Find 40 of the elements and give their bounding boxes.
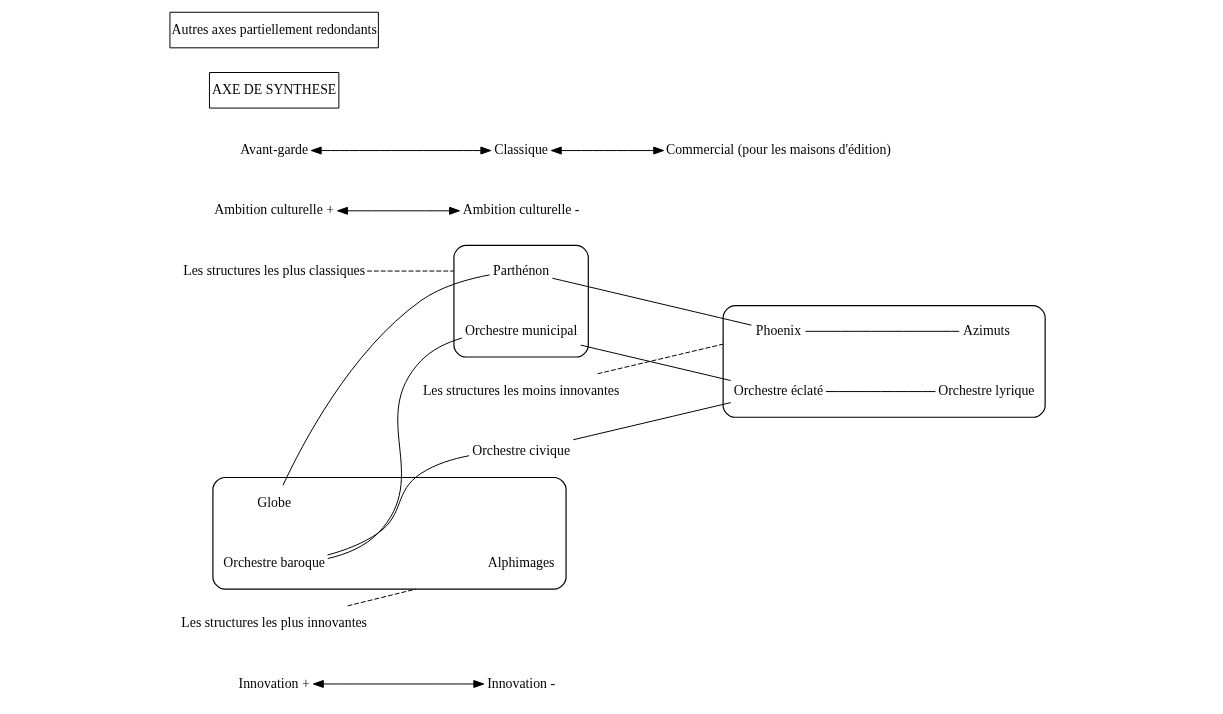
cluster xyxy=(722,305,1046,418)
node-text: Les structures les moins innovantes xyxy=(422,383,620,399)
label: AXE DE SYNTHESE xyxy=(212,81,337,97)
connector xyxy=(580,344,732,382)
connector xyxy=(327,455,470,556)
connector xyxy=(282,274,491,486)
node-text: Parthénon xyxy=(493,262,550,278)
node-text: Orchestre éclaté xyxy=(733,383,824,399)
cluster xyxy=(212,476,567,590)
node-text: Orchestre civique xyxy=(472,443,571,459)
arrow xyxy=(337,206,460,215)
arrow xyxy=(310,146,492,155)
connector xyxy=(805,330,960,332)
arrow xyxy=(312,680,485,688)
node-text: Ambition culturelle + xyxy=(214,202,335,218)
connector xyxy=(825,391,936,393)
node-text: Innovation - xyxy=(487,675,556,691)
node-text: Ambition culturelle - xyxy=(462,202,580,218)
node-text: Orchestre lyrique xyxy=(938,383,1035,399)
node-text: Avant-garde xyxy=(240,142,309,158)
node-text: Commercial (pour les maisons d'édition) xyxy=(665,142,891,158)
node-text: Innovation + xyxy=(238,675,310,691)
node-text: Classique xyxy=(494,142,548,158)
node-text: Phoenix xyxy=(755,322,802,338)
cluster xyxy=(453,244,589,358)
arrow xyxy=(550,146,665,155)
node-text: Alphimages xyxy=(487,555,555,571)
node-text: Les structures les plus classiques xyxy=(183,262,366,278)
node-text: Les structures les plus innovantes xyxy=(181,615,367,631)
connector xyxy=(347,588,417,607)
connector xyxy=(366,270,455,272)
connector xyxy=(327,337,463,560)
label: Autres axes partiellement redondants xyxy=(171,21,377,37)
node-text: Globe xyxy=(257,494,292,510)
node-text: Orchestre baroque xyxy=(223,555,325,571)
connector xyxy=(551,277,752,326)
connector xyxy=(597,343,724,375)
node-text: Orchestre municipal xyxy=(464,322,578,338)
node-text: Azimuts xyxy=(962,322,1010,338)
connector xyxy=(572,402,732,441)
